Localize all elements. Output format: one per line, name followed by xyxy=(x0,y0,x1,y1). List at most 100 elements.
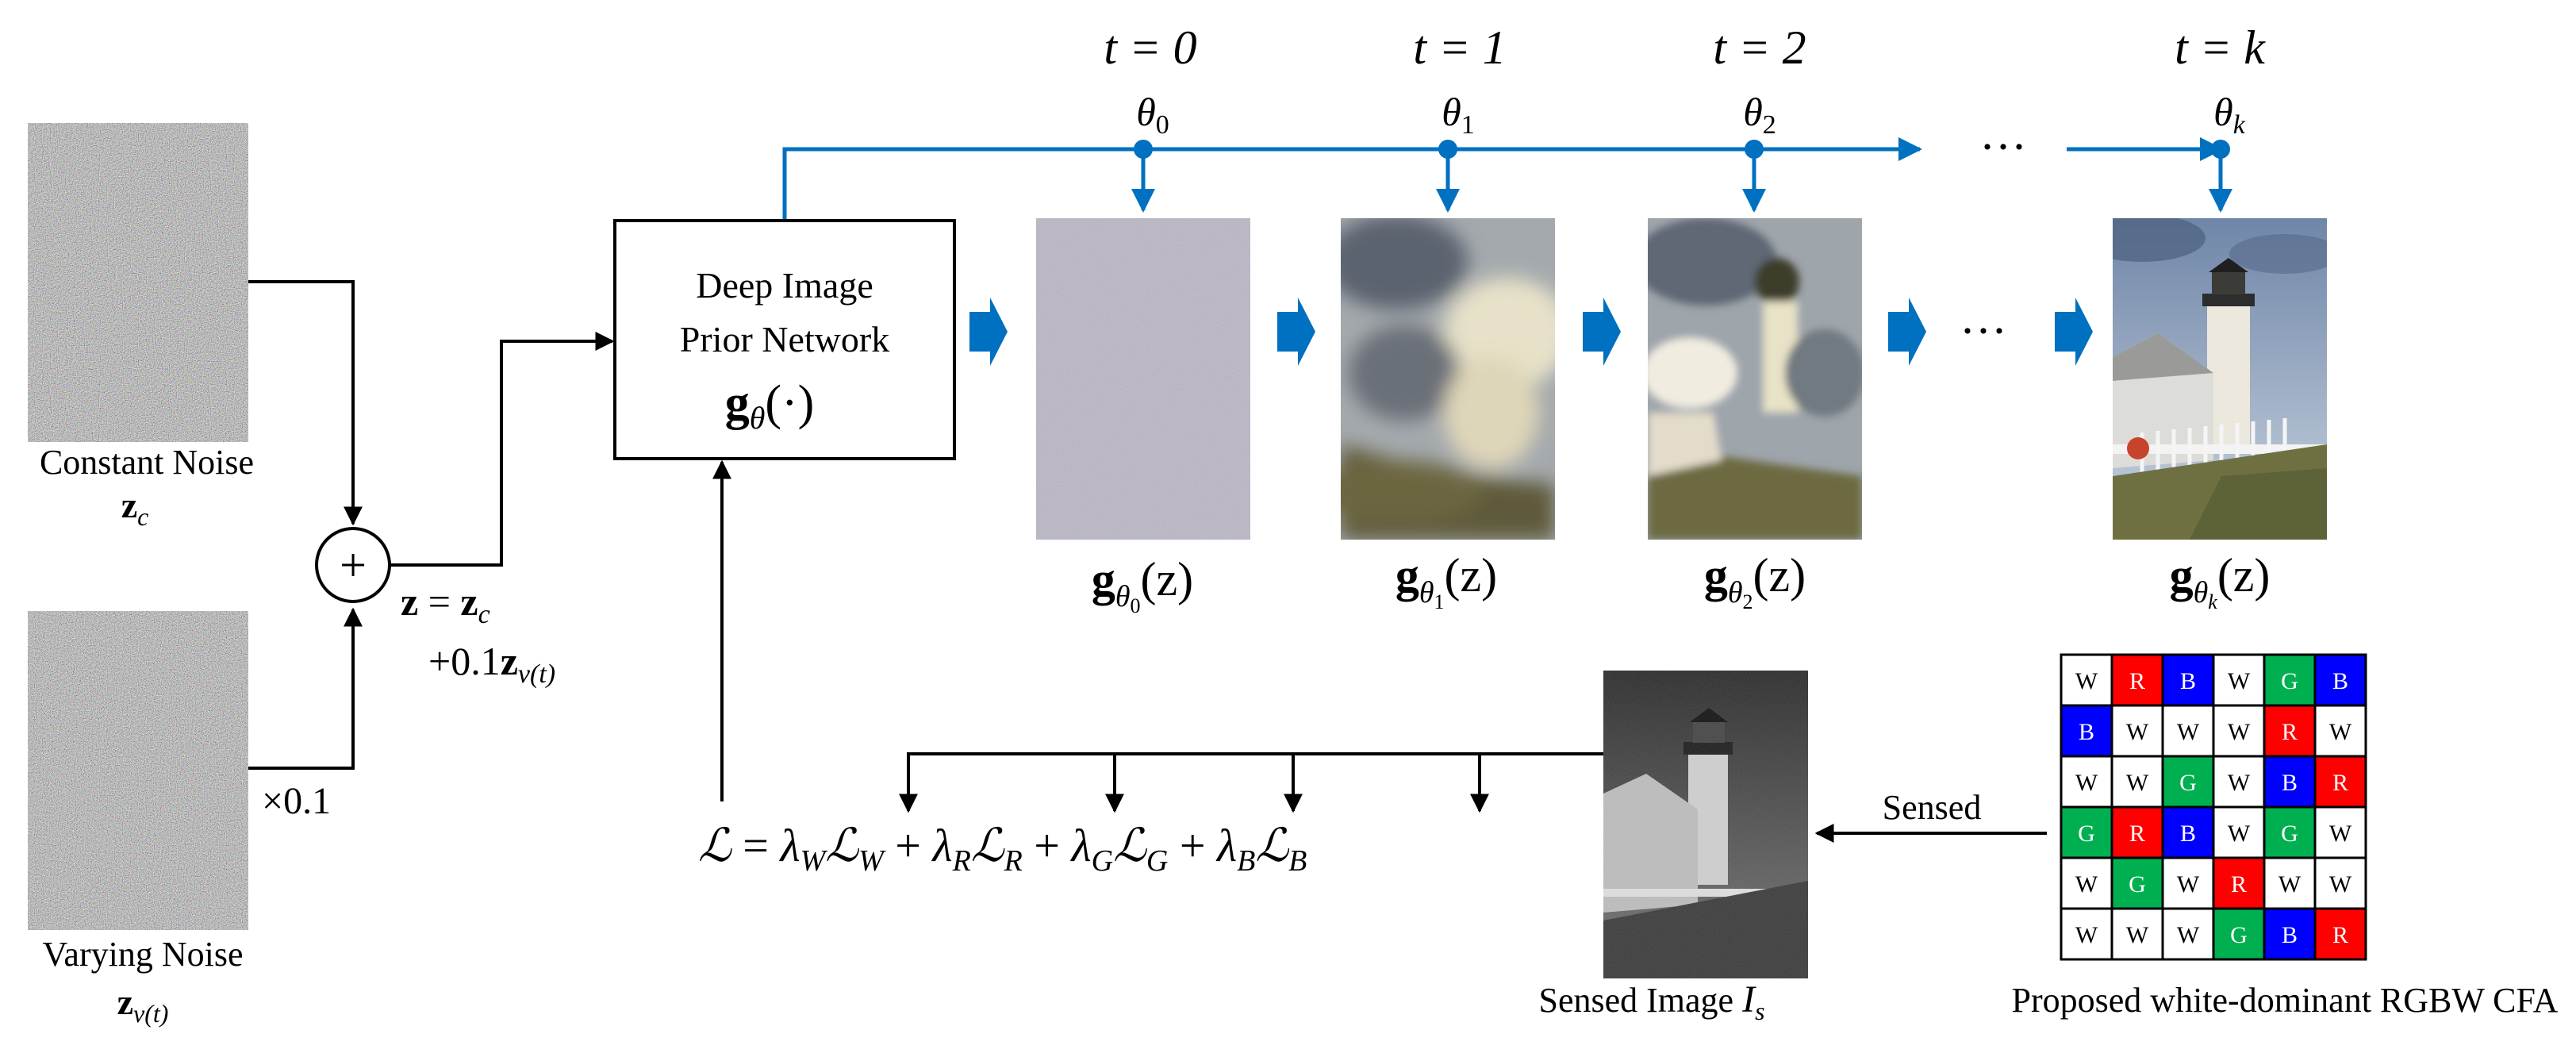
plus-sign: + xyxy=(340,539,367,591)
t-label: t = 2 xyxy=(1713,21,1806,74)
sensed-to-LW-arrow xyxy=(899,752,1603,813)
cfa-cell xyxy=(2161,704,2215,758)
z-equation-line2: +0.1zv(t) xyxy=(428,639,555,689)
constant-noise-symbol: zc xyxy=(121,485,149,531)
output-image-1 xyxy=(1341,218,1555,540)
timeline-ellipsis: ··· xyxy=(1979,121,2027,173)
stage-arrow xyxy=(1277,298,1315,366)
theta-label: θk xyxy=(2213,90,2246,140)
cfa-cell-letter: W xyxy=(2278,871,2302,897)
step-0: t = 0 θ0 gθ0(z) xyxy=(1036,21,1250,617)
varying-noise-symbol: zv(t) xyxy=(117,982,169,1028)
cfa-cell xyxy=(2060,704,2113,758)
cfa-cell xyxy=(2161,653,2215,707)
cfa-cell-letter: G xyxy=(2230,922,2248,948)
constant-to-adder-arrow xyxy=(248,280,363,526)
parameter-timeline xyxy=(782,137,1922,219)
cfa-cell xyxy=(2161,755,2215,809)
output-image-k xyxy=(2113,218,2327,540)
stage-arrow xyxy=(969,298,1008,366)
cfa-cell-letter: G xyxy=(2179,770,2197,796)
cfa-cell xyxy=(2110,653,2164,707)
cfa-cell-letter: B xyxy=(2282,770,2298,796)
cfa-cell-letter: W xyxy=(2075,871,2098,897)
cfa-cell-letter: B xyxy=(2180,821,2196,847)
cfa-cell-letter: R xyxy=(2129,668,2145,694)
dip-network-box xyxy=(613,219,956,460)
t-label: t = 0 xyxy=(1104,21,1196,74)
cfa-cell-letter: R xyxy=(2129,821,2145,847)
cfa-cell-letter: B xyxy=(2332,668,2348,694)
cfa-cell-letter: W xyxy=(2177,719,2200,745)
constant-noise-label: Constant Noise xyxy=(40,443,254,482)
cfa-cell-letter: W xyxy=(2177,922,2200,948)
theta-label: θ0 xyxy=(1136,90,1169,140)
cfa-cell-letter: W xyxy=(2228,821,2251,847)
cfa-cell-letter: B xyxy=(2180,668,2196,694)
stage-arrow xyxy=(1583,298,1621,366)
cfa-cell-letter: G xyxy=(2281,668,2298,694)
z-equation-line1: z = zc xyxy=(401,579,490,629)
cfa-cell-letter: B xyxy=(2079,719,2094,745)
cfa-cell-letter: G xyxy=(2078,821,2095,847)
cfa-cell-letter: W xyxy=(2126,922,2149,948)
network-label-line2: Prior Network xyxy=(680,319,889,359)
cfa-cell-letter: R xyxy=(2282,719,2298,745)
output-label: gθk(z) xyxy=(2170,549,2271,613)
output-label: gθ0(z) xyxy=(1092,553,1193,617)
cfa-cell-letter: W xyxy=(2228,719,2251,745)
output-label: gθ1(z) xyxy=(1395,549,1497,613)
output-label: gθ2(z) xyxy=(1704,549,1806,613)
cfa-cell-letter: W xyxy=(2075,770,2098,796)
cfa-cell-letter: G xyxy=(2281,821,2298,847)
loss-equation: ℒ = λWℒW + λRℒR + λGℒG + λBℒB xyxy=(698,820,1307,878)
cfa-caption: Proposed white-dominant RGBW CFA xyxy=(2012,981,2559,1020)
cfa-cell xyxy=(2110,907,2164,961)
stage-arrow xyxy=(2055,298,2093,366)
cfa-cell xyxy=(2161,805,2215,859)
cfa-cell-letter: W xyxy=(2075,668,2098,694)
cfa-cell xyxy=(2060,653,2113,707)
cfa-cell-letter: R xyxy=(2231,871,2247,897)
cfa-cell xyxy=(2212,704,2266,758)
varying-to-adder-arrow xyxy=(248,607,363,770)
sensed-image xyxy=(1603,671,1808,978)
adder-to-network-arrow xyxy=(390,332,615,567)
t-label: t = k xyxy=(2175,21,2266,74)
stage-ellipsis: ··· xyxy=(1960,305,2007,357)
cfa-cell xyxy=(2161,907,2215,961)
step-k: t = k θk xyxy=(2113,21,2327,613)
network-label-line1: Deep Image xyxy=(696,265,873,306)
cfa-cell-letter: R xyxy=(2332,922,2348,948)
t-label: t = 1 xyxy=(1413,21,1506,74)
cfa-cell-letter: W xyxy=(2075,922,2098,948)
cfa-cell-letter: W xyxy=(2228,770,2251,796)
cfa-cell xyxy=(2263,653,2317,707)
output-image-2 xyxy=(1648,218,1862,540)
cfa-cell-letter: B xyxy=(2282,922,2298,948)
cfa-cell-letter: W xyxy=(2228,668,2251,694)
cfa-cell-letter: G xyxy=(2129,871,2146,897)
cfa-cell xyxy=(2110,704,2164,758)
cfa-cell-letter: W xyxy=(2126,719,2149,745)
sensed-arrow-label: Sensed xyxy=(1883,788,1982,827)
step-1: t = 1 θ1 gθ1(z) xyxy=(1341,21,1555,613)
cfa-cell-letter: W xyxy=(2126,770,2149,796)
cfa-cell xyxy=(2060,755,2113,809)
cfa-cell-letter: W xyxy=(2177,871,2200,897)
network-function: gθ(·) xyxy=(725,376,815,436)
cfa-cell-letter: W xyxy=(2329,871,2352,897)
sensed-image-label: Sensed Image Is xyxy=(1538,978,1764,1025)
theta-label: θ2 xyxy=(1743,90,1776,140)
constant-noise-image xyxy=(28,123,248,442)
cfa-cell xyxy=(2313,907,2367,961)
theta-label: θ1 xyxy=(1442,90,1475,140)
cfa-cell xyxy=(2212,856,2266,910)
cfa-cell xyxy=(2263,805,2317,859)
cfa-cell xyxy=(2212,805,2266,859)
stage-arrow xyxy=(1888,298,1926,366)
scale-label: ×0.1 xyxy=(262,780,331,822)
stage-arrows xyxy=(969,298,2093,366)
